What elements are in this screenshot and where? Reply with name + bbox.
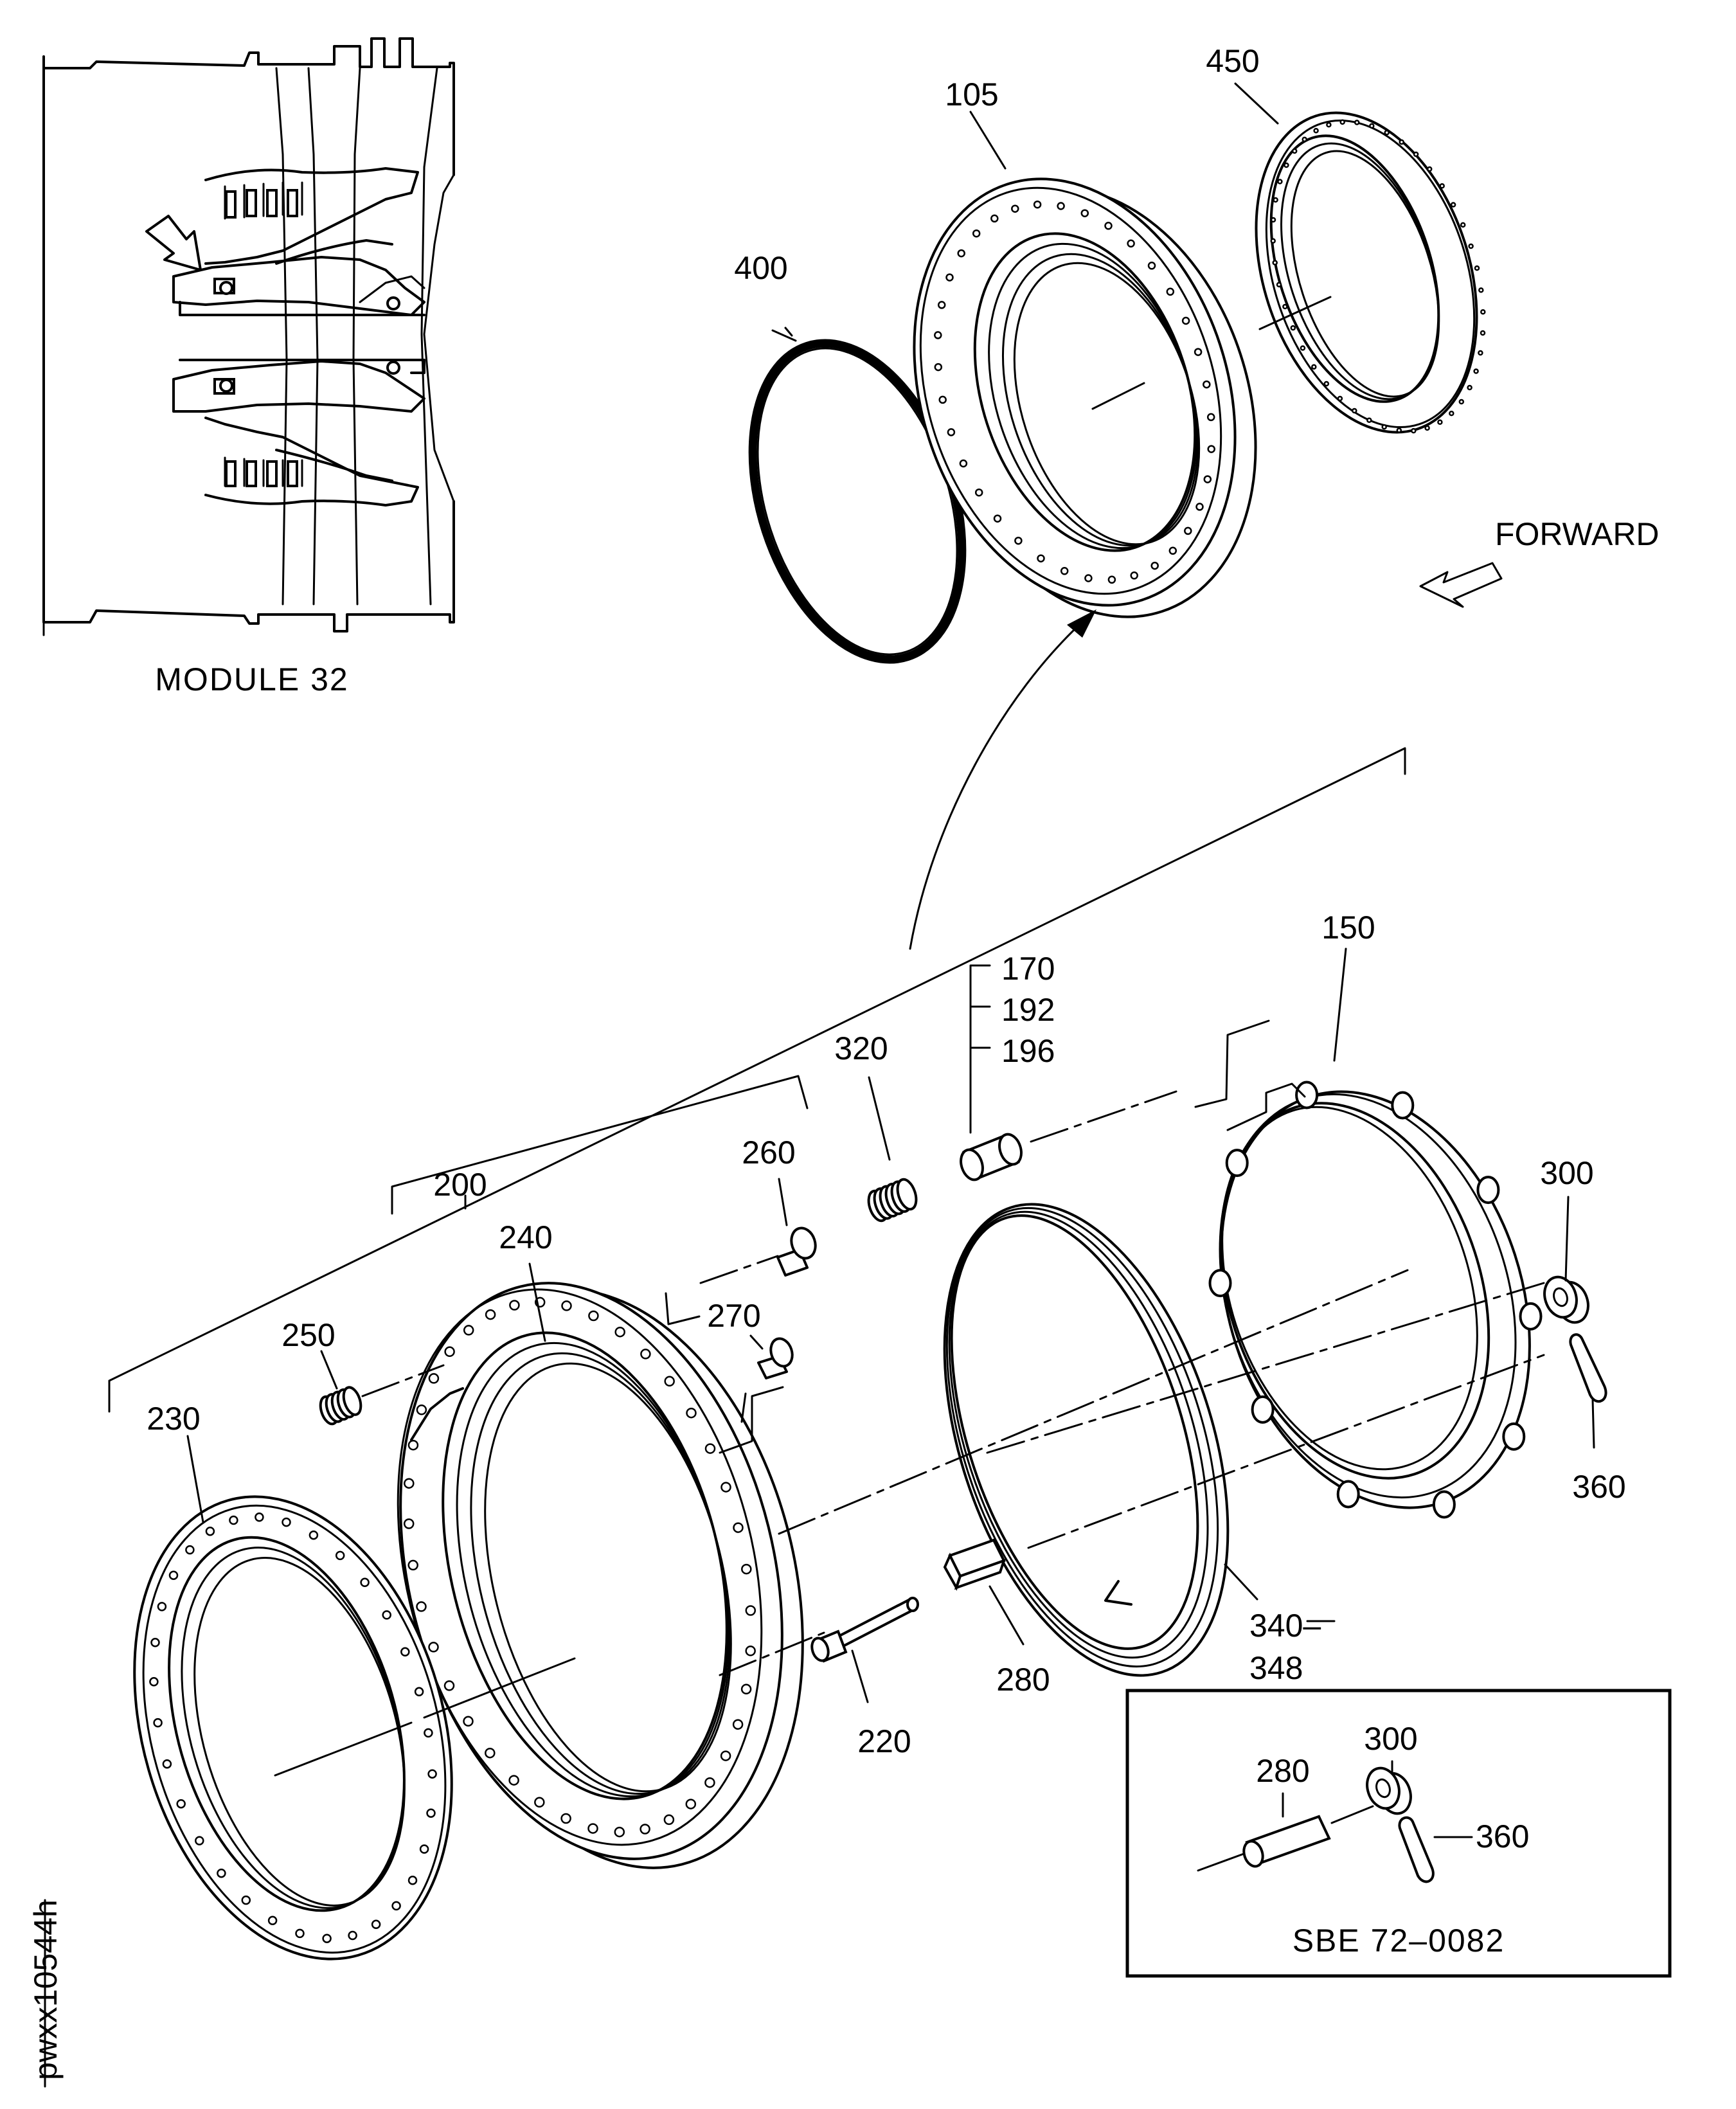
part-320-coil-insert xyxy=(867,1178,918,1223)
centerlines xyxy=(274,1019,1545,1777)
part-450-seal-ring xyxy=(1255,111,1486,434)
part-360-lockwire xyxy=(1569,1333,1607,1403)
part-240-case-ring xyxy=(397,1282,804,1869)
callout-150: 150 xyxy=(1321,910,1375,946)
callout-320: 320 xyxy=(834,1030,888,1066)
callout-270: 270 xyxy=(707,1298,760,1334)
centerline-240-150 xyxy=(778,1269,1409,1535)
part-280-block xyxy=(943,1538,1007,1591)
callout-leaders xyxy=(186,82,1595,1703)
callout-250: 250 xyxy=(282,1317,335,1353)
assembly-bracket xyxy=(108,609,1406,1413)
part-260-bolt xyxy=(776,1226,817,1277)
part-340-348-split-ring xyxy=(943,1203,1230,1677)
centerline-340-300 xyxy=(986,1282,1545,1454)
callout-280: 280 xyxy=(996,1662,1050,1698)
callout-200: 200 xyxy=(433,1167,487,1203)
leader-150 xyxy=(1194,1019,1270,1108)
centerline-230-240 xyxy=(274,1657,576,1777)
part-270-bolt xyxy=(757,1337,794,1379)
callout-170: 170 xyxy=(1001,951,1055,987)
callout-360: 360 xyxy=(1572,1469,1625,1505)
callout-240: 240 xyxy=(499,1219,552,1255)
part-230-flange-ring xyxy=(133,1495,453,1961)
sbe-72-0082-detail: 280 300 360 SBE 72–0082 xyxy=(1125,1689,1672,1978)
locator-arrow-icon xyxy=(145,215,202,271)
callout-260: 260 xyxy=(742,1135,795,1171)
sbe-callout-280: 280 xyxy=(1256,1753,1309,1789)
module-32-inset: MODULE 32 xyxy=(42,37,455,697)
part-220-pin xyxy=(810,1597,919,1663)
arrowhead-icon xyxy=(1067,609,1096,638)
centerline-220 xyxy=(719,1631,825,1676)
centerline-250 xyxy=(361,1364,445,1397)
forward-indicator: FORWARD xyxy=(1419,516,1660,608)
sbe-callout-300: 300 xyxy=(1364,1721,1417,1757)
centerline-280-360 xyxy=(1027,1354,1545,1549)
callout-348: 348 xyxy=(1249,1650,1303,1686)
drawing-id: pwxx10544h xyxy=(28,1899,64,2088)
inset-caption: MODULE 32 xyxy=(155,661,348,697)
drawing-id-label: pwxx10544h xyxy=(28,1899,64,2080)
sbe-callout-360: 360 xyxy=(1476,1818,1529,1854)
callout-105: 105 xyxy=(945,76,998,112)
callout-450: 450 xyxy=(1206,43,1259,79)
callout-300: 300 xyxy=(1540,1155,1593,1191)
part-105-seal-ring xyxy=(913,177,1257,618)
callout-220: 220 xyxy=(857,1723,911,1759)
callout-400: 400 xyxy=(734,250,787,286)
forward-label: FORWARD xyxy=(1495,516,1660,552)
sbe-caption: SBE 72–0082 xyxy=(1293,1923,1505,1959)
part-170-bushing xyxy=(960,1133,1023,1181)
callout-230: 230 xyxy=(147,1401,200,1437)
callout-labels: 400 105 450 150 170 192 196 320 260 200 … xyxy=(147,43,1625,1759)
centerline-260 xyxy=(699,1255,779,1284)
assembly-arrow xyxy=(909,617,1087,950)
forward-arrow-icon xyxy=(1419,562,1503,608)
callout-340: 340– xyxy=(1249,1608,1321,1644)
part-250-coil-insert xyxy=(319,1386,362,1426)
leader-270 xyxy=(665,1292,784,1454)
part-300-washer xyxy=(1543,1275,1589,1324)
centerline-170 xyxy=(1030,1090,1177,1143)
bracket-200 xyxy=(391,1075,809,1215)
callout-196: 196 xyxy=(1001,1033,1055,1069)
part-150-segment-ring xyxy=(1208,1081,1543,1519)
callout-192: 192 xyxy=(1001,992,1055,1028)
